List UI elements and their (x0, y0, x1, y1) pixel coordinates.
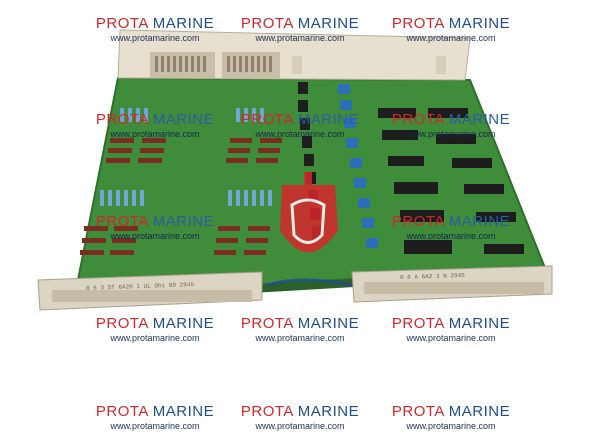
small-resistors (100, 108, 272, 206)
bottom-connector-right (351, 265, 553, 303)
watermark-brand-part1: PROTA (391, 111, 445, 128)
right-ics (378, 108, 524, 254)
watermark-tile: PROTA MARINE www.protamarine.com (225, 316, 375, 343)
watermark-brand-part1: PROTA (95, 15, 149, 32)
resistor-bank-mid-bottom (214, 226, 270, 255)
watermark-url: www.protamarine.com (110, 421, 200, 431)
watermark-brand-part2: MARINE (152, 315, 215, 332)
watermark-brand-part2: MARINE (448, 315, 511, 332)
watermark-brand-part2: MARINE (448, 111, 511, 128)
watermark-brand-part1: PROTA (391, 15, 445, 32)
watermark-brand-part1: PROTA (391, 315, 445, 332)
watermark-tile: PROTA MARINE www.protamarine.com (376, 214, 526, 241)
watermark-tile: PROTA MARINE www.protamarine.com (225, 112, 375, 139)
shield-logo-icon (267, 172, 353, 287)
watermark-tile: PROTA MARINE www.protamarine.com (80, 112, 230, 139)
watermark-brand-part2: MARINE (297, 15, 360, 32)
watermark-tile: PROTA MARINE www.protamarine.com (376, 316, 526, 343)
watermark-url: www.protamarine.com (110, 231, 200, 241)
watermark-brand-part2: MARINE (448, 403, 511, 420)
watermark-url: www.protamarine.com (255, 421, 345, 431)
watermark-brand-part2: MARINE (448, 15, 511, 32)
watermark-brand-part2: MARINE (297, 111, 360, 128)
watermark-brand-part2: MARINE (152, 213, 215, 230)
watermark-brand-part2: MARINE (297, 315, 360, 332)
watermark-brand-part1: PROTA (95, 111, 149, 128)
watermark-tile: PROTA MARINE www.protamarine.com (376, 112, 526, 139)
watermark-tile: PROTA MARINE www.protamarine.com (376, 404, 526, 431)
watermark-tile: PROTA MARINE www.protamarine.com (225, 16, 375, 43)
watermark-tile: PROTA MARINE www.protamarine.com (80, 16, 230, 43)
watermark-brand-part2: MARINE (152, 15, 215, 32)
watermark-brand-part1: PROTA (95, 213, 149, 230)
capacitor-column (338, 84, 378, 248)
watermark-brand-part2: MARINE (297, 403, 360, 420)
watermark-url: www.protamarine.com (255, 129, 345, 139)
watermark-brand-part1: PROTA (95, 315, 149, 332)
top-connector (117, 29, 471, 81)
watermark-brand-part1: PROTA (240, 111, 294, 128)
watermark-brand-part1: PROTA (240, 15, 294, 32)
watermark-url: www.protamarine.com (110, 333, 200, 343)
watermark-url: www.protamarine.com (110, 33, 200, 43)
watermark-brand-part1: PROTA (240, 315, 294, 332)
watermark-tile: PROTA MARINE www.protamarine.com (225, 404, 375, 431)
watermark-tile: PROTA MARINE www.protamarine.com (80, 316, 230, 343)
watermark-url: www.protamarine.com (406, 129, 496, 139)
watermark-url: www.protamarine.com (406, 421, 496, 431)
watermark-url: www.protamarine.com (406, 231, 496, 241)
watermark-brand-part1: PROTA (95, 403, 149, 420)
watermark-brand-part1: PROTA (391, 213, 445, 230)
resistor-bank-left-bottom (80, 226, 138, 255)
watermark-brand-part2: MARINE (448, 213, 511, 230)
watermark-brand-part1: PROTA (391, 403, 445, 420)
bottom-connector-left (37, 271, 263, 311)
watermark-brand-part1: PROTA (240, 403, 294, 420)
watermark-url: www.protamarine.com (255, 33, 345, 43)
watermark-brand-part2: MARINE (152, 111, 215, 128)
watermark-url: www.protamarine.com (110, 129, 200, 139)
watermark-brand-part2: MARINE (152, 403, 215, 420)
watermark-tile: PROTA MARINE www.protamarine.com (80, 404, 230, 431)
watermark-url: www.protamarine.com (406, 333, 496, 343)
watermark-tile: PROTA MARINE www.protamarine.com (376, 16, 526, 43)
watermark-tile: PROTA MARINE www.protamarine.com (80, 214, 230, 241)
resistor-bank-mid-top (226, 138, 282, 163)
watermark-url: www.protamarine.com (406, 33, 496, 43)
watermark-url: www.protamarine.com (255, 333, 345, 343)
resistor-bank-left-top (106, 138, 166, 163)
